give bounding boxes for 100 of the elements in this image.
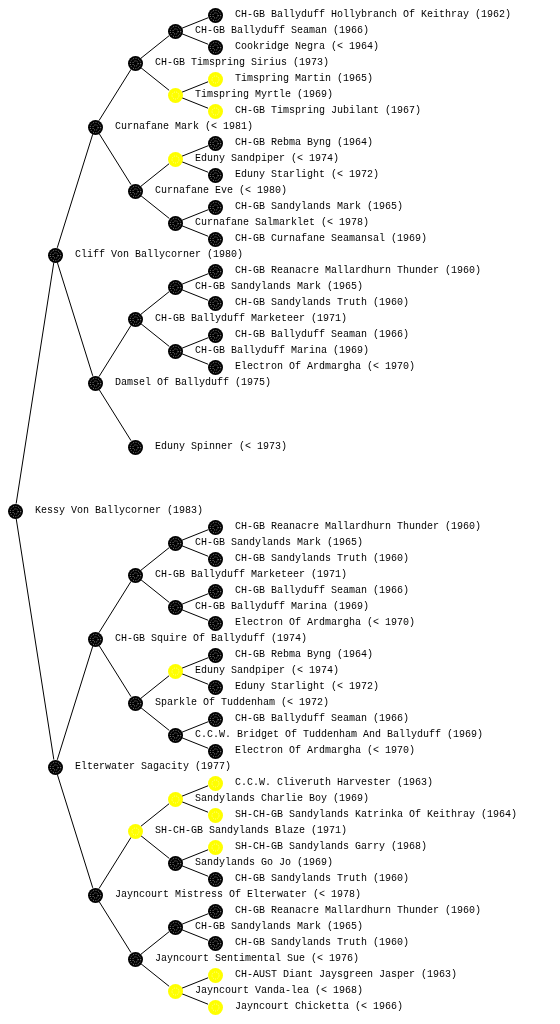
connector-line (181, 145, 209, 157)
connector-line (181, 801, 209, 813)
name-label: Eduny Spinner (< 1973) (155, 441, 288, 453)
connector-line (98, 836, 132, 890)
name-label: CH-GB Sandylands Mark (1965) (195, 281, 364, 293)
name-label: Timspring Myrtle (1969) (195, 89, 334, 101)
name-label: Electron Of Ardmargha (< 1970) (235, 361, 416, 373)
name-label: CH-AUST Diant Jaysgreen Jasper (1963) (235, 969, 458, 981)
name-label: Jayncourt Mistress Of Elterwater (< 1978) (115, 889, 362, 901)
connector-line (181, 545, 209, 557)
name-label: CH-GB Timspring Jubilant (1967) (235, 105, 422, 117)
connector-line (140, 163, 170, 187)
name-label: Electron Of Ardmargha (< 1970) (235, 617, 416, 629)
name-label: Electron Of Ardmargha (< 1970) (235, 745, 416, 757)
connector-line (181, 225, 209, 237)
connector-line (140, 931, 170, 955)
name-label: Eduny Starlight (< 1972) (235, 169, 380, 181)
name-label: CH-GB Squire Of Ballyduff (1974) (115, 633, 308, 645)
name-label: C.C.W. Bridget Of Tuddenham And Ballyduff (1969) (195, 729, 484, 741)
connector-line (140, 707, 170, 731)
name-label: SH-CH-GB Sandylands Blaze (1971) (155, 825, 348, 837)
name-label: Curnafane Mark (< 1981) (115, 121, 254, 133)
name-label: CH-GB Ballyduff Marketeer (1971) (155, 569, 348, 581)
connector-line (181, 721, 209, 733)
connector-line (98, 580, 132, 634)
connector-line (140, 291, 170, 315)
connector-line (181, 913, 209, 925)
connector-line (140, 67, 170, 91)
name-label: Jayncourt Vanda-lea (< 1968) (195, 985, 364, 997)
connector-line (98, 132, 132, 186)
name-label: CH-GB Ballyduff Marina (1969) (195, 345, 370, 357)
name-label: Cookridge Negra (< 1964) (235, 41, 380, 53)
name-label: SH-CH-GB Sandylands Garry (1968) (235, 841, 428, 853)
name-label: CH-GB Ballyduff Marina (1969) (195, 601, 370, 613)
connector-line (140, 579, 170, 603)
name-label: CH-GB Reanacre Mallardhurn Thunder (1960) (235, 905, 482, 917)
connector-line (181, 977, 209, 989)
name-label: CH-GB Sandylands Mark (1965) (195, 537, 364, 549)
connector-line (98, 388, 132, 442)
name-label: CH-GB Sandylands Truth (1960) (235, 937, 410, 949)
name-label: CH-GB Curnafane Seamansal (1969) (235, 233, 428, 245)
name-label: CH-GB Ballyduff Seaman (1966) (195, 25, 370, 37)
name-label: Sandylands Go Jo (1969) (195, 857, 334, 869)
name-label: Jayncourt Sentimental Sue (< 1976) (155, 953, 360, 965)
connector-line (140, 835, 170, 859)
name-label: Eduny Starlight (< 1972) (235, 681, 380, 693)
name-label: CH-GB Reanacre Mallardhurn Thunder (1960) (235, 521, 482, 533)
name-label: Elterwater Sagacity (1977) (75, 761, 232, 773)
name-label: CH-GB Sandylands Truth (1960) (235, 553, 410, 565)
name-label: CH-GB Ballyduff Hollybranch Of Keithray (1962) (235, 9, 512, 21)
name-label: Eduny Sandpiper (< 1974) (195, 665, 340, 677)
connector-line (181, 593, 209, 605)
connector-line (181, 929, 209, 941)
connector-line (181, 993, 209, 1005)
name-label: Cliff Von Ballycorner (1980) (75, 249, 244, 261)
name-label: CH-GB Sandylands Mark (1965) (195, 921, 364, 933)
name-label: Jayncourt Chicketta (< 1966) (235, 1001, 404, 1013)
name-label: CH-GB Timspring Sirius (1973) (155, 57, 330, 69)
connector-line (181, 81, 209, 93)
name-label: Curnafane Salmarklet (< 1978) (195, 217, 370, 229)
name-label: C.C.W. Cliveruth Harvester (1963) (235, 777, 434, 789)
name-label: CH-GB Ballyduff Seaman (1966) (235, 585, 410, 597)
connector-line (140, 195, 170, 219)
connector-line (140, 963, 170, 987)
connector-line (56, 645, 94, 761)
connector-line (181, 337, 209, 349)
connector-line (140, 323, 170, 347)
connector-line (181, 273, 209, 285)
connector-line (140, 675, 170, 699)
connector-line (181, 865, 209, 877)
connector-line (181, 849, 209, 861)
connector-line (181, 785, 209, 797)
name-label: Kessy Von Ballycorner (1983) (35, 505, 204, 517)
connector-line (98, 644, 132, 698)
name-label: CH-GB Rebma Byng (1964) (235, 649, 374, 661)
name-label: Timspring Martin (1965) (235, 73, 374, 85)
name-label: Eduny Sandpiper (< 1974) (195, 153, 340, 165)
connector-line (56, 133, 94, 249)
connector-line (15, 517, 55, 761)
connector-line (181, 209, 209, 221)
name-label: Damsel Of Ballyduff (1975) (115, 377, 272, 389)
name-label: CH-GB Ballyduff Seaman (1966) (235, 713, 410, 725)
connector-line (181, 289, 209, 301)
name-label: SH-CH-GB Sandylands Katrinka Of Keithray (1964) (235, 809, 518, 821)
connector-line (181, 17, 209, 29)
connector-line (15, 261, 55, 505)
name-label: Sandylands Charlie Boy (1969) (195, 793, 370, 805)
connector-line (56, 261, 94, 377)
name-label: CH-GB Sandylands Truth (1960) (235, 297, 410, 309)
connector-line (181, 673, 209, 685)
connector-line (181, 33, 209, 45)
connector-line (181, 737, 209, 749)
name-label: CH-GB Ballyduff Marketeer (1971) (155, 313, 348, 325)
connector-line (181, 657, 209, 669)
name-label: Sparkle Of Tuddenham (< 1972) (155, 697, 330, 709)
connector-line (98, 324, 132, 378)
connector-line (181, 529, 209, 541)
connector-line (98, 68, 132, 122)
connector-line (181, 353, 209, 365)
name-label: CH-GB Ballyduff Seaman (1966) (235, 329, 410, 341)
